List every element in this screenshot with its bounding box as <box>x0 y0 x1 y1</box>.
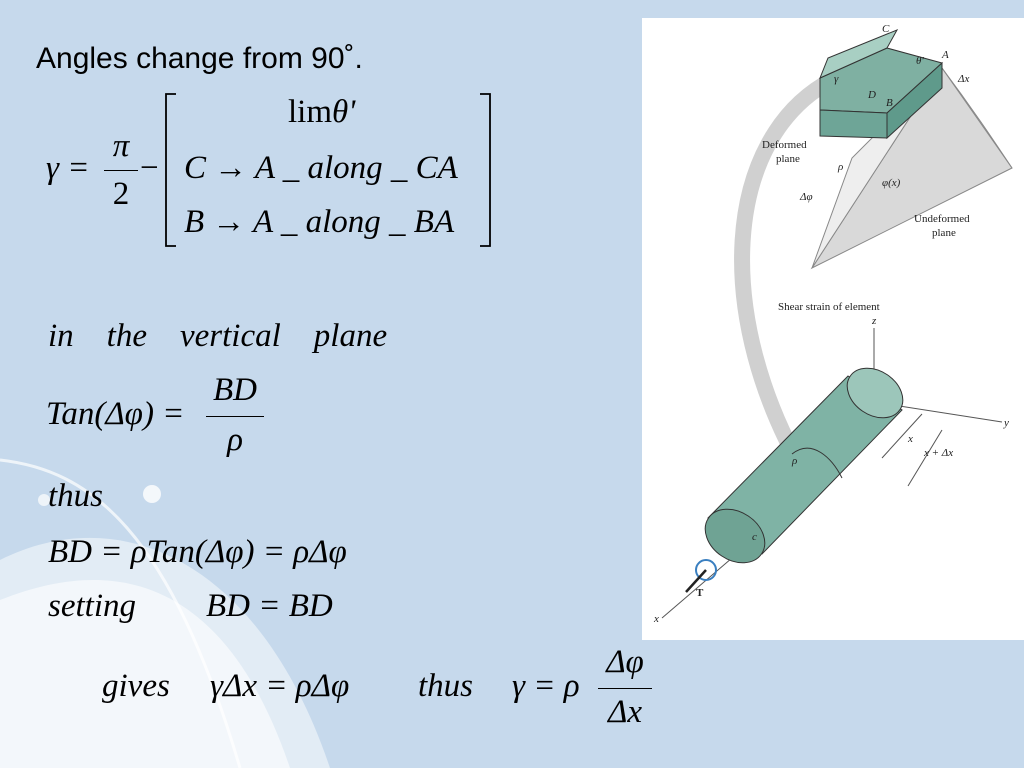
row-b-to-a: B → A _ along _ BA <box>184 204 455 240</box>
shear-strain-figure: C A γ θ' D B Δx Deformed plane ρ φ(x) Δφ… <box>642 18 1024 640</box>
label-y: y <box>1003 417 1009 429</box>
label-phix: φ(x) <box>882 177 901 189</box>
label-x-dx: x + Δx <box>923 447 953 459</box>
gamma-lhs: γ = <box>46 150 90 186</box>
figure-drawing: C A γ θ' D B Δx Deformed plane ρ φ(x) Δφ… <box>653 23 1013 625</box>
bd-equation: BD = ρTan(Δφ) = ρΔφ <box>48 534 347 570</box>
matrix-brackets <box>165 93 491 247</box>
label-x-axis: x <box>653 613 659 625</box>
label-rho: ρ <box>837 161 843 173</box>
thus-text-2: thus <box>418 668 474 704</box>
fraction-bar <box>104 170 138 171</box>
rho-denominator: ρ <box>227 422 243 458</box>
gamma-rho: γ = ρ <box>512 668 580 704</box>
label-t: T <box>696 587 704 599</box>
bd-equals-bd: BD = BD <box>206 588 333 624</box>
setting-text: setting <box>48 588 136 624</box>
label-plane-1: plane <box>776 153 800 165</box>
two-denominator: 2 <box>112 176 130 212</box>
label-a: A <box>941 49 949 61</box>
fraction-bar <box>598 688 652 689</box>
label-c-small: c <box>752 531 757 543</box>
thus-text: thus <box>48 478 104 514</box>
label-gamma: γ <box>834 73 839 85</box>
vertical-plane-text: in the vertical plane <box>48 318 388 354</box>
label-dphi: Δφ <box>799 191 813 203</box>
fraction-bar <box>206 416 264 417</box>
label-d: D <box>867 89 876 101</box>
label-deformed: Deformed <box>762 139 807 151</box>
label-c: C <box>882 23 890 35</box>
row-c-to-a: C → A _ along _ CA <box>184 150 458 186</box>
gamma-dx-expr: γΔx = ρΔφ <box>210 668 350 704</box>
label-b: B <box>886 97 893 109</box>
dphi-numerator: Δφ <box>606 644 644 680</box>
label-x-dim: x <box>907 433 913 445</box>
dx-denominator: Δx <box>607 694 642 730</box>
label-shear: Shear strain of element <box>778 301 880 313</box>
label-dx: Δx <box>957 73 969 85</box>
pi-numerator: π <box>112 128 130 164</box>
tan-lhs: Tan(Δφ) = <box>46 396 185 432</box>
label-rho-2: ρ <box>791 455 797 467</box>
label-undeformed: Undeformed <box>914 213 970 225</box>
minus-sign: − <box>140 150 159 186</box>
slide-title: Angles change from 90˚. <box>36 42 363 75</box>
bd-numerator: BD <box>213 372 257 408</box>
gives-text: gives <box>102 668 170 704</box>
label-theta: θ' <box>916 55 924 67</box>
label-plane-2: plane <box>932 227 956 239</box>
lim-theta: limθ' <box>288 94 356 130</box>
label-z: z <box>871 315 877 327</box>
